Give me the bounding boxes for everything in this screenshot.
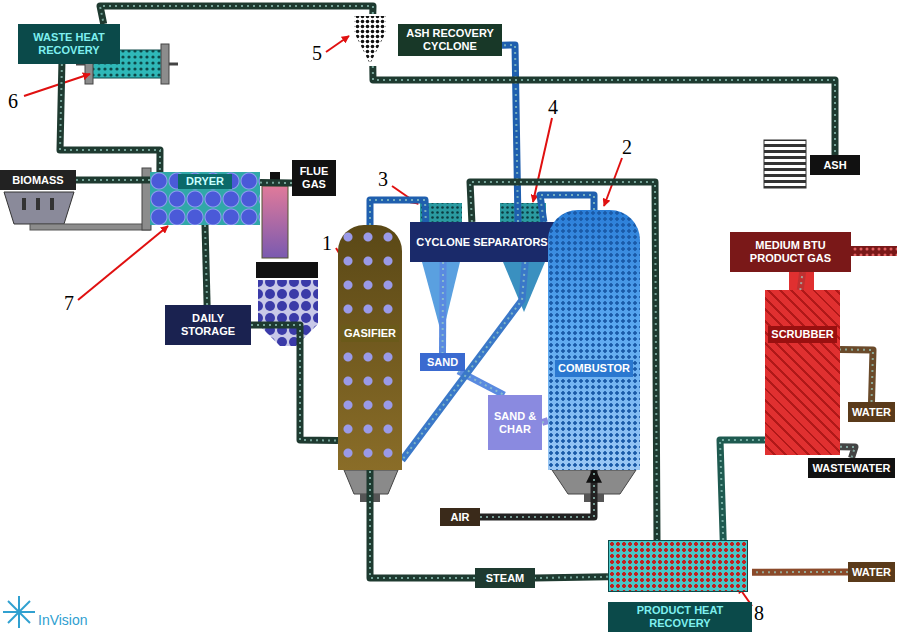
node-text: BIOMASS	[9, 172, 66, 189]
product-label: MEDIUM BTU PRODUCT GAS	[730, 232, 851, 272]
node-text: PRODUCT HEAT RECOVERY	[608, 602, 752, 632]
stream-label: WATER	[848, 402, 895, 422]
pipe	[100, 6, 373, 24]
node-text: DAILY STORAGE	[165, 310, 251, 340]
node-text: CYCLONE SEPARATORS	[412, 234, 551, 251]
pipe	[800, 272, 802, 290]
feed-label: BIOMASS	[0, 170, 76, 190]
pipe	[251, 325, 338, 441]
pipe	[442, 262, 444, 353]
node-text: DRYER	[178, 174, 232, 189]
callout-leader	[24, 36, 752, 606]
node-text: ASH	[820, 158, 849, 173]
pipe	[480, 470, 594, 517]
node-text: STEAM	[483, 571, 528, 586]
equipment-label: WASTE HEAT RECOVERY	[18, 24, 120, 64]
dryer-drum: DRYER	[150, 172, 260, 225]
scrubber-vessel: SCRUBBER	[765, 290, 840, 455]
node-text: WASTEWATER	[810, 461, 892, 476]
node-text: SCRUBBER	[768, 326, 836, 343]
pipe	[502, 45, 518, 222]
stream-label: SAND	[420, 353, 465, 371]
pipe	[840, 349, 873, 402]
stack-label: FLUE GAS	[292, 160, 336, 196]
stream-label: WASTEWATER	[808, 458, 895, 478]
pipe	[535, 577, 608, 578]
callout-number: 3	[378, 168, 388, 191]
gasifier-vessel: GASIFIER	[338, 225, 402, 470]
pipe	[373, 66, 835, 155]
pipe	[205, 225, 207, 305]
callout-number: 7	[64, 292, 74, 315]
callout-number: 2	[622, 136, 632, 159]
node-text: WASTE HEAT RECOVERY	[18, 29, 120, 59]
node-text: AIR	[448, 510, 473, 525]
logo-text: InVision	[38, 612, 88, 628]
node-text: FLUE GAS	[292, 164, 336, 192]
node-text: MEDIUM BTU PRODUCT GAS	[730, 237, 851, 267]
cyclone-label: CYCLONE SEPARATORS	[410, 222, 554, 262]
node-text: ASH RECOVERY CYCLONE	[398, 24, 502, 56]
node-text: GASIFIER	[341, 325, 399, 342]
node-text: SAND & CHAR	[488, 408, 542, 438]
pipe	[60, 64, 160, 172]
callout-number: 4	[548, 96, 558, 119]
stream-label: WATER	[848, 562, 895, 582]
node-text: WATER	[850, 565, 893, 580]
callout-number: 1	[322, 232, 332, 255]
product-label: ASH	[810, 155, 860, 175]
stream-label: STEAM	[475, 568, 535, 588]
pipe	[260, 182, 292, 183]
callout-number: 5	[312, 42, 322, 65]
callout-number: 8	[754, 602, 764, 625]
ash-cyclone: ASH RECOVERY CYCLONE	[350, 14, 502, 66]
node-text: COMBUSTOR	[555, 360, 633, 377]
node-text: SAND	[424, 355, 461, 370]
pipe	[840, 447, 855, 458]
stream-label: AIR	[440, 508, 480, 526]
storage-label: DAILY STORAGE	[165, 305, 251, 345]
pipe	[76, 179, 150, 180]
stream-label: SAND & CHAR	[488, 395, 542, 450]
pipe	[720, 440, 765, 540]
callout-number: 6	[8, 90, 18, 113]
combustor-vessel: COMBUSTOR	[548, 210, 640, 470]
node-text: WATER	[850, 405, 893, 420]
logo-star	[3, 596, 35, 628]
heat-exchanger: PRODUCT HEAT RECOVERY	[608, 540, 752, 632]
pipe	[752, 572, 848, 573]
